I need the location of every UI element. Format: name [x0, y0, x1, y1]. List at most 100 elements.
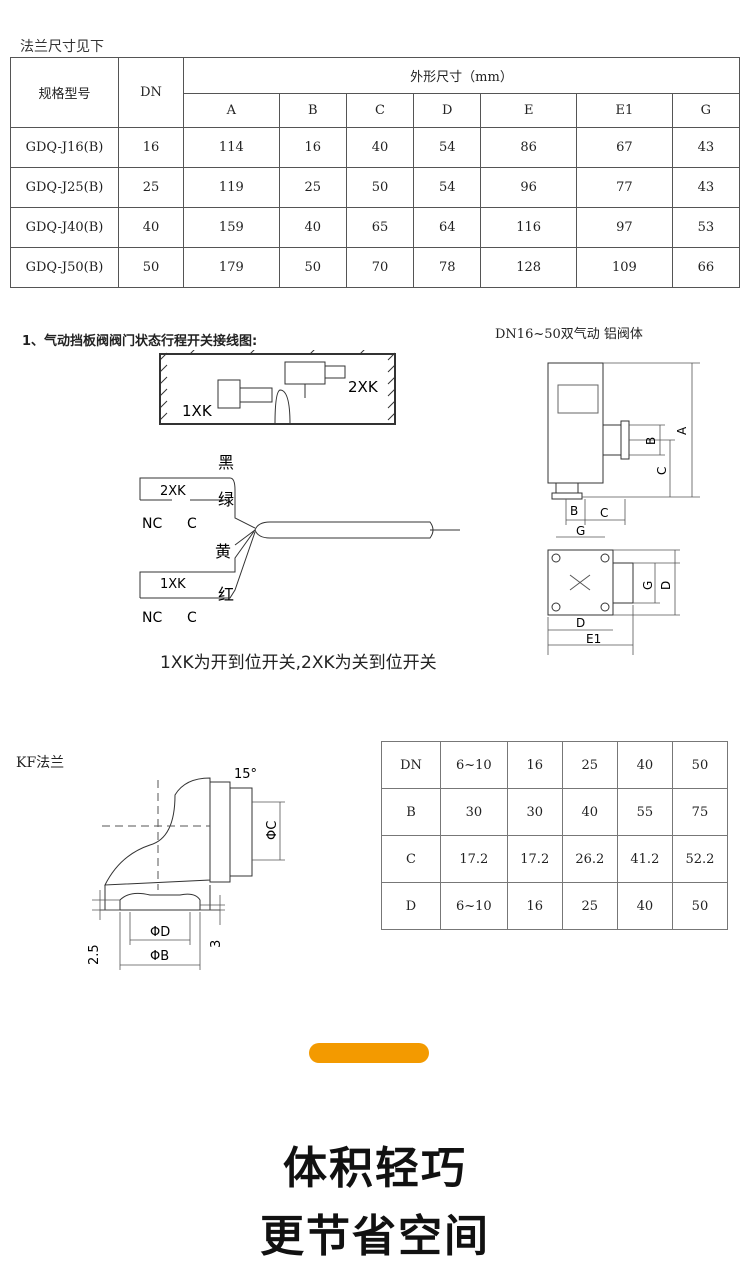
label-2xk: 2XK: [160, 484, 186, 499]
valve-body-title: DN16~50双气动 铝阀体: [495, 327, 643, 342]
kf-cell: DN: [381, 741, 441, 789]
spec-cell: 16: [278, 127, 347, 168]
kf-cell: 6~10: [440, 741, 508, 789]
kf-cell: B: [381, 788, 441, 836]
kf-title: KF法兰: [16, 755, 65, 771]
kf-cell: 52.2: [671, 835, 729, 883]
kf-cell: 41.2: [616, 835, 673, 883]
spec-cell: 78: [413, 247, 482, 288]
dim-b: B: [644, 437, 658, 445]
nc-bottom: NC: [142, 610, 162, 626]
kf-phi-d: ΦD: [150, 925, 170, 940]
wiring-diagram: 1XK 2XK 黑 2XK 绿 NC C 黄 1XK 红 NC C: [139, 350, 460, 626]
label-1xk: 1XK: [160, 577, 186, 592]
kf-cell: 30: [440, 788, 508, 836]
kf-diagram: 15° ΦC ΦD ΦB 2.5 3: [87, 767, 285, 970]
spec-model: GDQ-J16(B): [10, 127, 119, 168]
spec-cell: 96: [480, 167, 578, 208]
kf-cell: 40: [616, 741, 673, 789]
dim-b-bottom: B: [570, 504, 578, 518]
spec-cell: 43: [671, 127, 741, 168]
spec-cell: 64: [413, 207, 482, 248]
spec-cell: 50: [278, 247, 347, 288]
kf-dim-3: 3: [209, 940, 224, 948]
spec-dn: 40: [118, 207, 184, 248]
spec-cell: 53: [671, 207, 741, 248]
spec-cell: 70: [345, 247, 415, 288]
accent-pill: [309, 1043, 429, 1063]
kf-cell: 40: [616, 882, 673, 930]
header-model: 规格型号: [10, 57, 119, 128]
spec-cell: 54: [413, 127, 482, 168]
kf-cell: 16: [506, 882, 563, 930]
kf-cell: 25: [561, 741, 618, 789]
wire-black-label: 黑: [218, 453, 234, 472]
spec-cell: 97: [576, 207, 673, 248]
label-1xk-top: 1XK: [182, 402, 213, 420]
spec-cell: 114: [183, 127, 280, 168]
col-header-e: E: [480, 93, 578, 128]
spec-cell: 66: [671, 247, 741, 288]
valve-body-diagram: A B C B C G G D D E1: [547, 362, 700, 655]
kf-cell: 25: [561, 882, 618, 930]
spec-model: GDQ-J25(B): [10, 167, 119, 208]
spec-cell: 128: [480, 247, 578, 288]
kf-cell: 17.2: [440, 835, 508, 883]
spec-cell: 86: [480, 127, 578, 168]
dim-g: G: [641, 581, 655, 590]
col-header-d: D: [413, 93, 482, 128]
kf-cell: 16: [506, 741, 563, 789]
spec-cell: 40: [278, 207, 347, 248]
kf-cell: 50: [671, 741, 729, 789]
kf-angle: 15°: [234, 767, 257, 782]
kf-phi-c: ΦC: [265, 821, 280, 840]
spec-cell: 116: [480, 207, 578, 248]
dim-a: A: [675, 426, 689, 435]
kf-cell: 17.2: [506, 835, 563, 883]
slogan-line-1: 体积轻巧: [283, 1143, 467, 1194]
wire-red-label: 红: [218, 585, 234, 604]
kf-cell: 50: [671, 882, 729, 930]
wire-yellow-label: 黄: [215, 542, 231, 561]
spec-cell: 43: [671, 167, 741, 208]
flange-caption: 法兰尺寸见下: [20, 39, 104, 55]
kf-dim-25: 2.5: [87, 944, 102, 965]
spec-cell: 77: [576, 167, 673, 208]
header-dn: DN: [118, 57, 184, 128]
spec-cell: 65: [345, 207, 415, 248]
col-header-b: B: [278, 93, 347, 128]
spec-cell: 109: [576, 247, 673, 288]
kf-cell: 6~10: [440, 882, 508, 930]
spec-cell: 179: [183, 247, 280, 288]
dim-e1: E1: [586, 632, 601, 646]
kf-cell: C: [381, 835, 441, 883]
dim-d: D: [659, 581, 673, 590]
kf-cell: 55: [616, 788, 673, 836]
spec-dn: 16: [118, 127, 184, 168]
dim-c: C: [655, 467, 669, 475]
kf-cell: 26.2: [561, 835, 618, 883]
spec-cell: 54: [413, 167, 482, 208]
kf-cell: 40: [561, 788, 618, 836]
spec-dn: 50: [118, 247, 184, 288]
col-header-e1: E1: [576, 93, 673, 128]
label-2xk-top: 2XK: [348, 378, 379, 396]
kf-cell: 75: [671, 788, 729, 836]
spec-model: GDQ-J40(B): [10, 207, 119, 248]
c-bottom: C: [187, 610, 197, 626]
spec-cell: 67: [576, 127, 673, 168]
dim-d-bottom: D: [576, 616, 585, 630]
wiring-note: 1XK为开到位开关,2XK为关到位开关: [160, 653, 437, 673]
dim-g-top: G: [576, 524, 585, 538]
col-header-a: A: [183, 93, 280, 128]
spec-cell: 25: [278, 167, 347, 208]
wiring-title: 1、气动挡板阀阀门状态行程开关接线图:: [22, 334, 258, 349]
